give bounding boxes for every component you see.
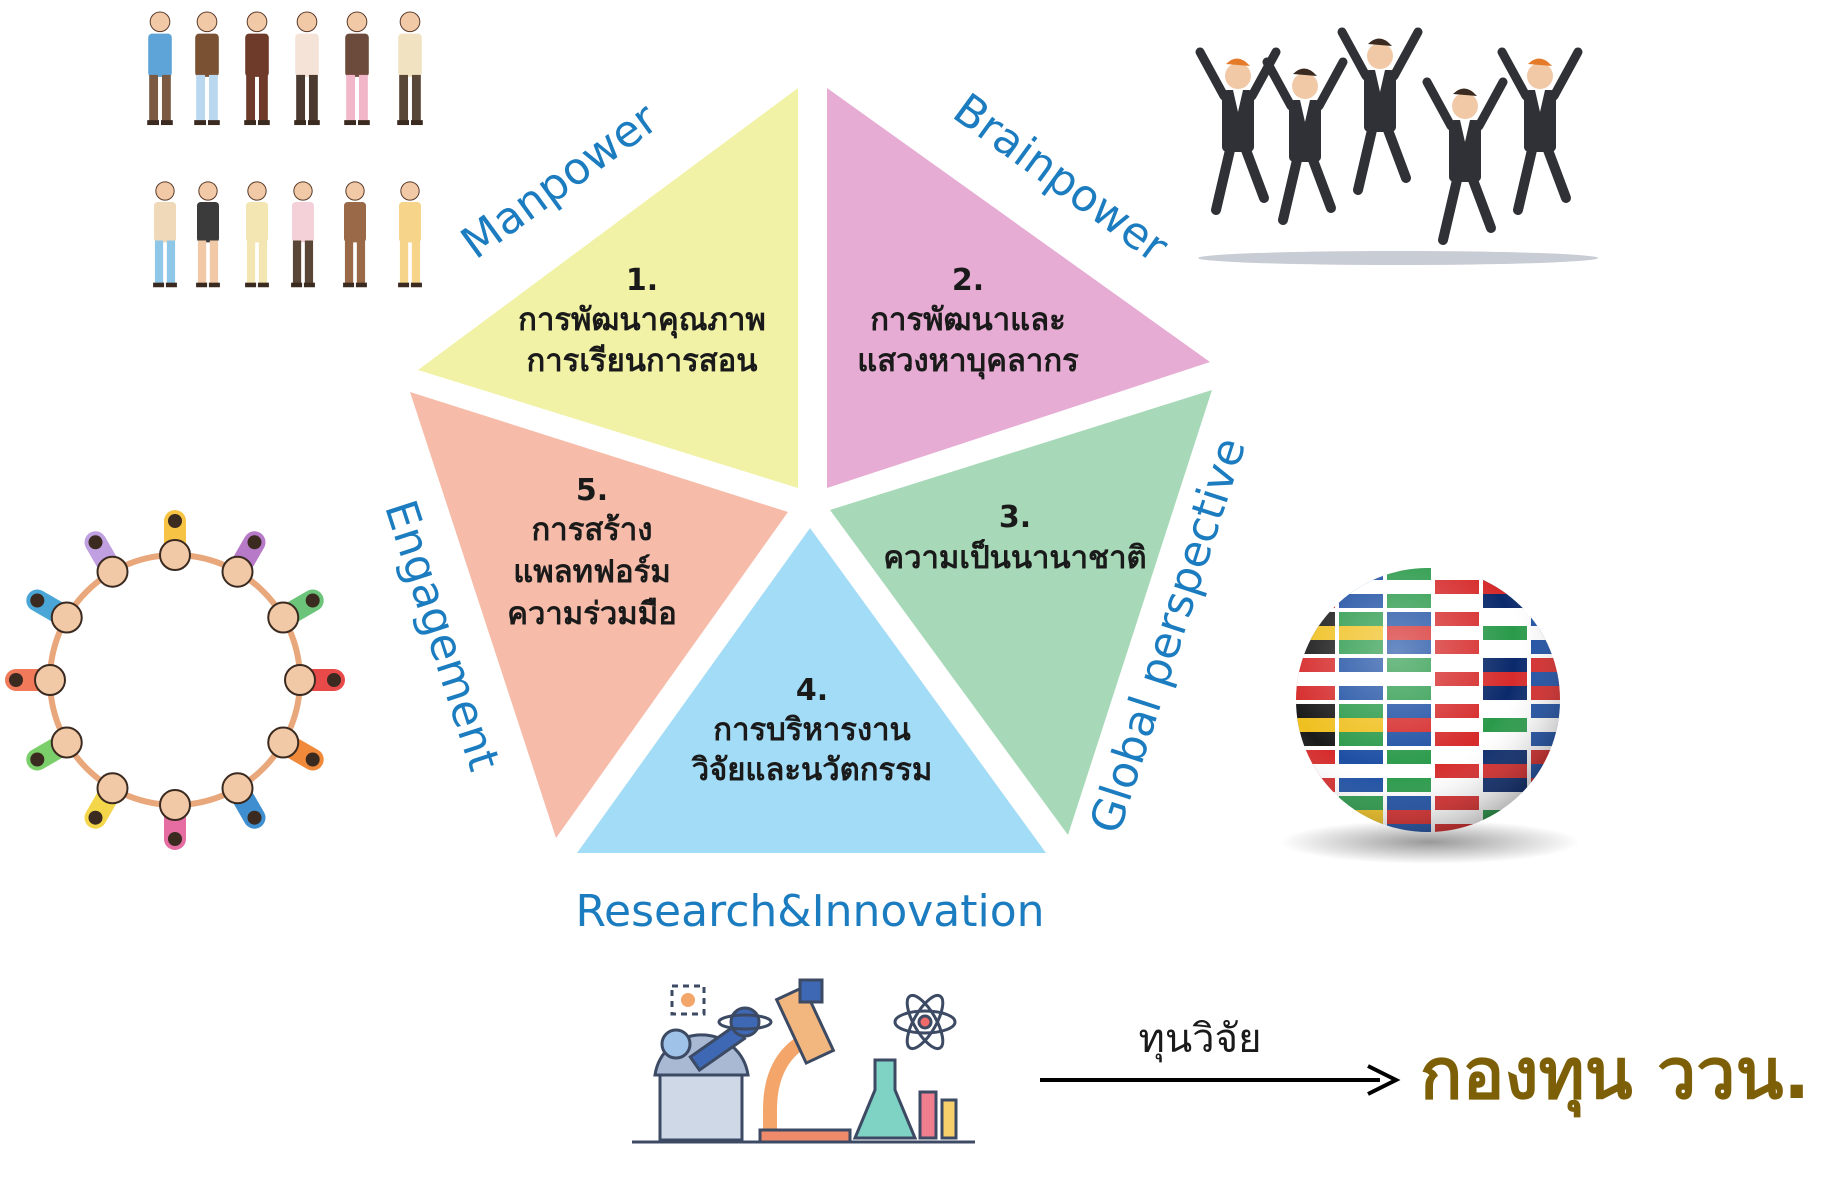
segment-1-line-2: การเรียนการสอน xyxy=(527,343,758,379)
theme-research-innovation: Research&Innovation xyxy=(575,886,1044,937)
segment-5-text: 5. การสร้าง แพลทฟอร์ม ความร่วมมือ xyxy=(507,473,677,632)
segment-1-text: 1. การพัฒนาคุณภาพ การเรียนการสอน xyxy=(518,263,766,379)
segment-1-line-1: การพัฒนาคุณภาพ xyxy=(518,302,766,339)
segment-2-number: 2. xyxy=(952,263,984,298)
segment-4-triangle xyxy=(577,528,1046,853)
segment-5-number: 5. xyxy=(576,473,608,508)
segment-5-line-1: การสร้าง xyxy=(532,512,653,548)
segment-4-line-2: วิจัยและนวัตกรรม xyxy=(691,752,932,788)
segment-1-triangle xyxy=(418,88,798,488)
segment-2-text: 2. การพัฒนาและ แสวงหาบุคลากร xyxy=(857,263,1079,380)
segment-3-text: 3. ความเป็นนานาชาติ xyxy=(883,500,1146,576)
segment-4-line-1: การบริหารงาน xyxy=(713,712,910,748)
segment-3-line-1: ความเป็นนานาชาติ xyxy=(883,538,1146,576)
segment-2-line-1: การพัฒนาและ xyxy=(870,302,1066,338)
science-lab-icon xyxy=(632,978,975,1144)
arrow-right-icon xyxy=(1367,1064,1401,1096)
funding-label: ทุนวิจัย xyxy=(1138,1016,1261,1063)
segment-4-number: 4. xyxy=(796,673,828,708)
flag-globe-icon xyxy=(1280,568,1580,864)
segment-4-text: 4. การบริหารงาน วิจัยและนวัตกรรม xyxy=(691,673,932,788)
segment-3-triangle xyxy=(830,390,1212,835)
people-group-icon xyxy=(147,11,423,288)
funding-target: กองทุน ววน. xyxy=(1420,1033,1810,1118)
jumping-businesspeople-icon xyxy=(1195,27,1598,265)
segment-2-triangle xyxy=(827,88,1210,488)
segment-5-line-2: แพลทฟอร์ม xyxy=(513,554,671,590)
funding-flow: ทุนวิจัย กองทุน ววน. xyxy=(1040,1016,1810,1118)
segment-5-line-3: ความร่วมมือ xyxy=(507,596,677,632)
children-circle-icon xyxy=(5,510,345,850)
segment-2-line-2: แสวงหาบุคลากร xyxy=(857,343,1079,380)
segment-3-number: 3. xyxy=(999,500,1031,535)
segment-1-number: 1. xyxy=(626,263,658,298)
segment-5-triangle xyxy=(410,392,788,838)
